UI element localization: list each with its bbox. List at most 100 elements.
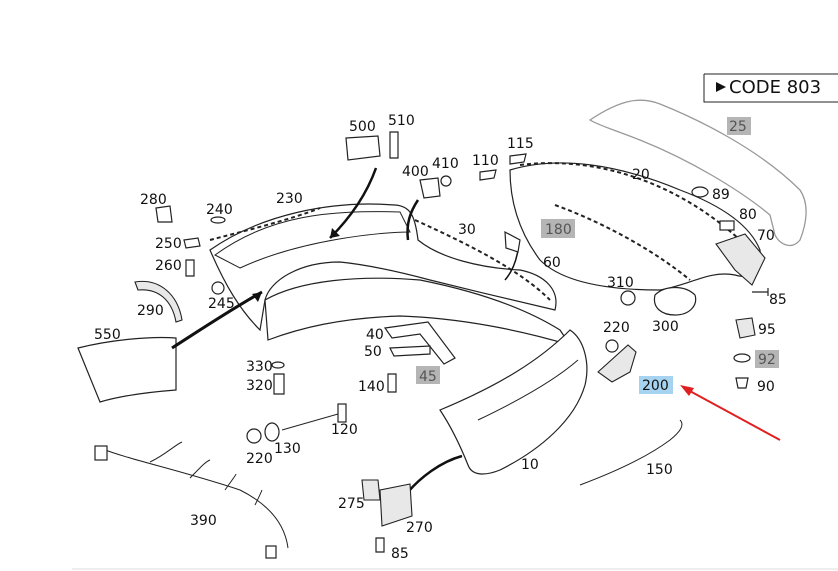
part-390-connector-a <box>94 445 108 461</box>
label-270[interactable]: 270 <box>406 520 433 536</box>
callout-labels: 25 500 510 115 110 400 410 20 89 80 70 2… <box>94 113 787 562</box>
label-330[interactable]: 330 <box>246 359 273 375</box>
label-500[interactable]: 500 <box>349 119 376 135</box>
part-400-housing[interactable] <box>419 177 441 199</box>
part-20-diffuser[interactable] <box>509 162 761 291</box>
part-50-bracket[interactable] <box>389 345 431 357</box>
part-230-rail[interactable] <box>209 207 321 241</box>
label-280[interactable]: 280 <box>140 192 167 208</box>
part-220b-nut[interactable] <box>246 428 262 444</box>
label-25[interactable]: 25 <box>729 119 747 135</box>
highlight-25 <box>727 117 751 135</box>
label-300[interactable]: 300 <box>652 319 679 335</box>
label-85a[interactable]: 85 <box>769 292 787 308</box>
arrow-550-head <box>252 292 262 302</box>
label-320[interactable]: 320 <box>246 378 273 394</box>
part-220a-nut[interactable] <box>605 339 619 353</box>
label-140[interactable]: 140 <box>358 379 385 395</box>
label-260[interactable]: 260 <box>155 258 182 274</box>
label-89[interactable]: 89 <box>712 187 730 203</box>
part-300-sensor[interactable] <box>653 286 697 316</box>
arrow-550 <box>171 290 263 350</box>
part-85a-pin[interactable] <box>752 288 769 296</box>
label-220a[interactable]: 220 <box>603 320 630 336</box>
label-60[interactable]: 60 <box>543 255 561 271</box>
part-120-head[interactable] <box>337 403 347 423</box>
part-90-screw[interactable] <box>735 377 749 389</box>
arrow-60 <box>504 249 519 281</box>
part-80-clip[interactable] <box>719 220 735 231</box>
label-550[interactable]: 550 <box>94 327 121 343</box>
label-40[interactable]: 40 <box>366 327 384 343</box>
label-310[interactable]: 310 <box>607 275 634 291</box>
part-92-washer[interactable] <box>733 353 751 363</box>
part-130-washer[interactable] <box>264 422 280 442</box>
part-30-rim <box>214 211 411 269</box>
label-70[interactable]: 70 <box>757 228 775 244</box>
label-80[interactable]: 80 <box>739 207 757 223</box>
part-250-clip[interactable] <box>183 237 201 249</box>
part-410-ring[interactable] <box>440 175 452 187</box>
part-30-upper-bumper[interactable] <box>209 203 557 332</box>
part-500-flap[interactable] <box>345 135 381 161</box>
label-510[interactable]: 510 <box>388 113 415 129</box>
part-280-bracket[interactable] <box>155 205 173 223</box>
part-150-trim[interactable] <box>579 419 683 486</box>
part-115-clip[interactable] <box>509 153 527 165</box>
label-20[interactable]: 20 <box>632 167 650 183</box>
part-275-clip[interactable] <box>361 479 381 501</box>
label-200[interactable]: 200 <box>642 378 669 394</box>
part-85b-pin[interactable] <box>375 537 385 553</box>
part-70-bracket[interactable] <box>715 233 766 286</box>
label-130[interactable]: 130 <box>274 441 301 457</box>
label-230[interactable]: 230 <box>276 191 303 207</box>
arrow-500-head <box>330 228 340 238</box>
part-245-nut[interactable] <box>211 281 225 295</box>
part-330-washer[interactable] <box>271 361 285 369</box>
label-10[interactable]: 10 <box>521 457 539 473</box>
part-260-screw[interactable] <box>185 259 195 277</box>
part-60-sensor[interactable] <box>504 230 521 253</box>
part-200-bracket[interactable] <box>597 344 637 383</box>
part-120-stud[interactable] <box>281 413 339 431</box>
label-85b[interactable]: 85 <box>391 546 409 562</box>
label-30[interactable]: 30 <box>458 222 476 238</box>
label-95[interactable]: 95 <box>758 322 776 338</box>
label-90[interactable]: 90 <box>757 379 775 395</box>
part-40-bracket[interactable] <box>383 321 456 365</box>
part-110-clip[interactable] <box>479 169 497 181</box>
label-390[interactable]: 390 <box>190 513 217 529</box>
label-290[interactable]: 290 <box>137 303 164 319</box>
part-140-bolt[interactable] <box>387 373 397 393</box>
part-89-grommet[interactable] <box>691 186 709 198</box>
label-110[interactable]: 110 <box>472 153 499 169</box>
part-390-harness[interactable] <box>99 447 289 549</box>
label-245[interactable]: 245 <box>208 296 235 312</box>
part-290-trim[interactable] <box>134 280 183 323</box>
label-180[interactable]: 180 <box>545 222 572 238</box>
label-400[interactable]: 400 <box>402 164 429 180</box>
part-270-bracket[interactable] <box>379 483 413 527</box>
label-250[interactable]: 250 <box>155 236 182 252</box>
part-95-clip[interactable] <box>735 317 756 339</box>
label-410[interactable]: 410 <box>432 156 459 172</box>
label-92[interactable]: 92 <box>758 352 776 368</box>
part-25-outline[interactable] <box>588 99 807 247</box>
part-390-connector-b <box>265 545 277 559</box>
part-320-bolt[interactable] <box>273 373 285 395</box>
label-220b[interactable]: 220 <box>246 451 273 467</box>
label-275[interactable]: 275 <box>338 496 365 512</box>
label-45[interactable]: 45 <box>419 369 437 385</box>
part-510-hinge[interactable] <box>389 131 399 159</box>
part-240-washer[interactable] <box>210 216 226 224</box>
label-50[interactable]: 50 <box>364 344 382 360</box>
label-240[interactable]: 240 <box>206 202 233 218</box>
triangle-icon <box>716 82 726 92</box>
part-310-clip[interactable] <box>620 290 636 306</box>
label-120[interactable]: 120 <box>331 422 358 438</box>
label-115[interactable]: 115 <box>507 136 534 152</box>
part-550-pad[interactable] <box>77 336 177 403</box>
label-150[interactable]: 150 <box>646 462 673 478</box>
highlight-92 <box>755 350 779 368</box>
